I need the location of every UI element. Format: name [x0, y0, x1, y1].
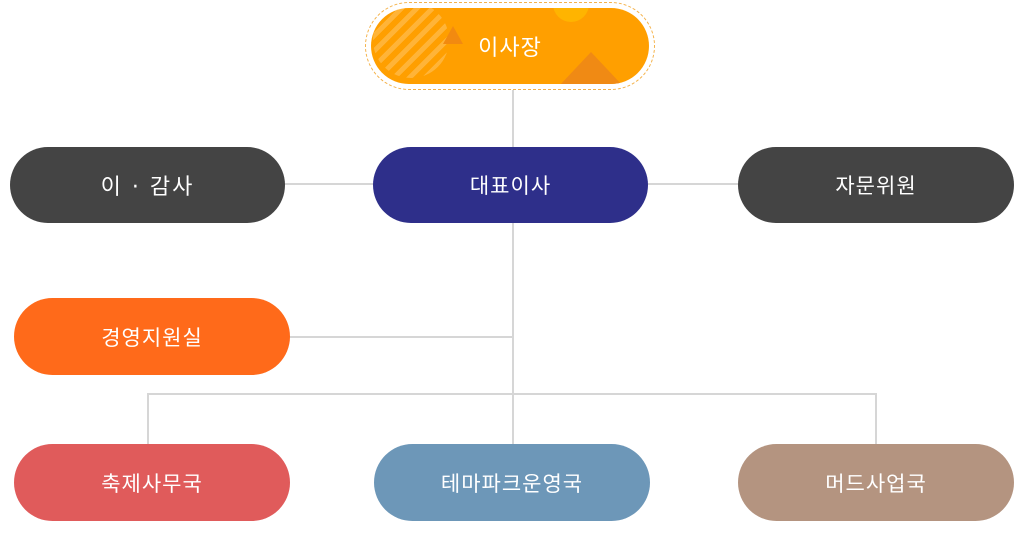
node-management-support-label: 경영지원실	[101, 325, 203, 350]
node-chairman[interactable]: 이사장	[371, 8, 649, 84]
node-ceo-label: 대표이사	[469, 174, 552, 198]
node-directors-auditors[interactable]: 이 · 감사	[10, 147, 285, 223]
node-advisory-committee[interactable]: 자문위원	[738, 147, 1014, 223]
node-ceo[interactable]: 대표이사	[373, 147, 648, 223]
decorative-large-mountain	[559, 52, 623, 84]
node-themepark-operations-label: 테마파크운영국	[440, 471, 584, 496]
connector-management-support	[288, 336, 513, 338]
node-directors-auditors-label: 이 · 감사	[100, 175, 195, 200]
node-advisory-committee-label: 자문위원	[835, 174, 917, 198]
node-chairman-label: 이사장	[478, 36, 542, 61]
node-merchandise-label: 머드사업국	[825, 471, 927, 496]
decorative-sun-circle	[553, 8, 589, 22]
connector-ceo-trunk	[512, 221, 514, 445]
node-festival-office[interactable]: 축제사무국	[14, 444, 290, 521]
connector-festival-office	[147, 393, 149, 445]
connector-departments-bar	[147, 393, 876, 395]
connector-chairman-ceo	[512, 90, 514, 148]
node-festival-office-label: 축제사무국	[101, 471, 203, 496]
node-merchandise[interactable]: 머드사업국	[738, 444, 1014, 521]
node-themepark-operations[interactable]: 테마파크운영국	[374, 444, 650, 521]
connector-merchandise	[875, 393, 877, 445]
decorative-small-mountain	[443, 26, 463, 44]
chairman-dashed-outline	[365, 2, 655, 90]
decorative-striped-circle	[373, 8, 449, 78]
node-management-support[interactable]: 경영지원실	[14, 298, 290, 375]
